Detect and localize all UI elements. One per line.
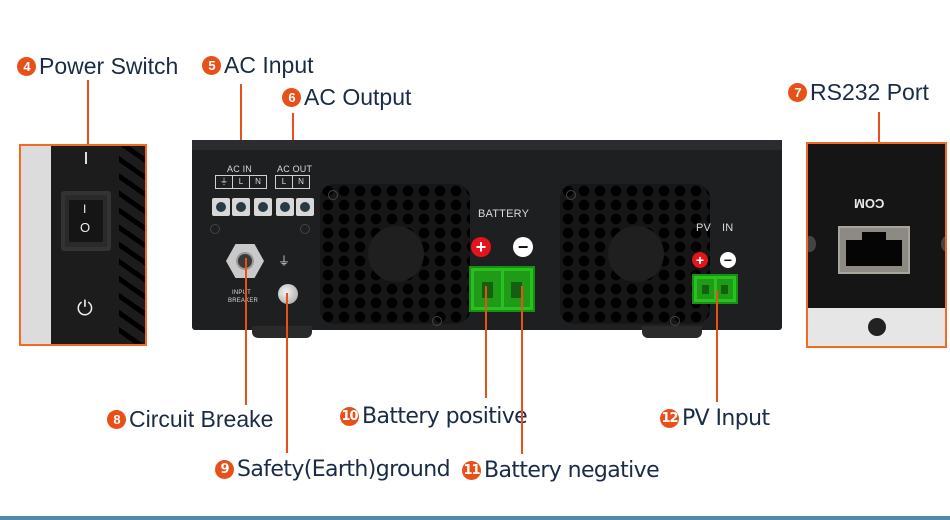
breaker-label-line2: BREAKER	[228, 298, 259, 304]
earth-ground-stud[interactable]	[278, 284, 298, 304]
power-switch-inset: I O ⏻	[19, 144, 147, 346]
chassis-side-panel	[21, 146, 51, 344]
battery-negative-terminal[interactable]	[503, 271, 530, 307]
callout-label: AC Input	[224, 52, 314, 78]
rocker-face: I O	[69, 200, 103, 242]
mount-screw	[566, 190, 576, 200]
callout-badge: 9	[215, 460, 234, 479]
rj45-port[interactable]	[838, 226, 910, 274]
ac-in-neutral-terminal[interactable]	[254, 198, 272, 216]
vent-slots	[119, 146, 145, 344]
callout-badge: 7	[788, 83, 807, 102]
fan-hub	[368, 226, 424, 282]
callout-label: AC Output	[304, 84, 412, 110]
panel-screw	[868, 318, 886, 336]
battery-negative-icon: −	[513, 237, 533, 257]
callout-ac-input: 5 AC Input	[202, 52, 314, 79]
battery-positive-icon: +	[471, 237, 491, 257]
callout-label: Battery negative	[484, 458, 660, 483]
ac-out-terminal-legend: L N	[275, 175, 310, 189]
ac-out-neutral-terminal[interactable]	[296, 198, 314, 216]
indicator-mark	[85, 152, 87, 164]
fan-hub	[608, 226, 664, 282]
callout-safety-ground: 9 Safety(Earth)ground	[215, 457, 451, 482]
earth-terminal-mark: ⏚	[216, 176, 233, 188]
power-icon: ⏻	[77, 296, 93, 320]
earth-icon: ⏚	[278, 254, 291, 268]
leader-line	[245, 258, 247, 405]
rs232-inset: COM	[806, 142, 947, 348]
callout-label: Circuit Breake	[129, 406, 274, 432]
switch-off-mark: O	[80, 220, 91, 235]
bottom-rule	[0, 516, 950, 520]
callout-battery-positive: 10 Battery positive	[340, 404, 528, 429]
pv-in-label: IN	[722, 222, 734, 234]
neutral-terminal-mark: N	[298, 177, 304, 186]
leader-line	[240, 84, 242, 174]
mount-screw	[941, 236, 945, 252]
switch-on-mark: I	[83, 202, 87, 216]
ac-in-earth-terminal[interactable]	[212, 198, 230, 216]
callout-battery-negative: 11 Battery negative	[462, 458, 660, 483]
chassis-top-lip	[192, 140, 782, 150]
callout-label: Battery positive	[362, 404, 528, 429]
mount-screw	[808, 236, 816, 252]
battery-label: BATTERY	[478, 208, 530, 220]
leader-line	[485, 286, 487, 398]
ac-out-label: AC OUT	[277, 164, 313, 174]
rj45-opening	[846, 240, 902, 266]
inverter-back-panel: AC IN AC OUT ⏚ L N L N INPUT BREAKER ⏚ B…	[192, 140, 782, 340]
breaker-label-line1: INPUT	[232, 290, 251, 296]
cooling-fan-right	[560, 184, 710, 324]
rocker-switch[interactable]: I O	[61, 191, 111, 251]
chassis-lower-panel	[808, 308, 945, 346]
battery-positive-terminal[interactable]	[474, 271, 501, 307]
mount-screw	[300, 224, 310, 234]
callout-badge: 5	[202, 56, 221, 75]
ac-in-label: AC IN	[227, 164, 253, 174]
leader-line	[716, 290, 718, 402]
callout-label: Power Switch	[39, 53, 179, 79]
com-port-label: COM	[854, 196, 885, 211]
callout-label: PV Input	[682, 406, 770, 431]
ac-in-terminal-legend: ⏚ L N	[215, 175, 267, 189]
rubber-foot	[642, 326, 702, 338]
pv-label: PV	[696, 222, 712, 234]
callout-badge: 10	[340, 407, 359, 426]
rj45-tab	[862, 232, 886, 242]
callout-label: RS232 Port	[810, 79, 929, 105]
mount-screw	[210, 224, 220, 234]
mount-screw	[328, 190, 338, 200]
callout-badge: 6	[282, 88, 301, 107]
leader-line	[521, 286, 523, 454]
rubber-foot	[252, 326, 312, 338]
callout-label: Safety(Earth)ground	[237, 457, 451, 482]
callout-ac-output: 6 AC Output	[282, 84, 411, 111]
neutral-terminal-mark: N	[255, 177, 261, 186]
pv-positive-terminal[interactable]	[697, 279, 714, 299]
callout-badge: 11	[462, 461, 481, 480]
ac-out-line-terminal[interactable]	[276, 198, 294, 216]
ac-in-line-terminal[interactable]	[232, 198, 250, 216]
callout-circuit-breaker: 8 Circuit Breake	[107, 406, 273, 433]
callout-power-switch: 4 Power Switch	[17, 53, 178, 80]
line-terminal-mark: L	[233, 176, 250, 188]
callout-badge: 8	[107, 410, 126, 429]
pv-positive-icon: +	[692, 252, 708, 268]
pv-terminal-block[interactable]	[692, 274, 738, 304]
callout-badge: 12	[660, 409, 679, 428]
callout-pv-input: 12 PV Input	[660, 406, 770, 431]
pv-negative-terminal[interactable]	[716, 279, 733, 299]
mount-screw	[670, 316, 680, 326]
pv-negative-icon: −	[720, 252, 736, 268]
battery-terminal-block[interactable]	[469, 266, 535, 312]
cooling-fan-left	[320, 184, 470, 324]
callout-badge: 4	[17, 57, 36, 76]
mount-screw	[432, 316, 442, 326]
callout-rs232-port: 7 RS232 Port	[788, 79, 929, 106]
line-terminal-mark: L	[276, 176, 293, 188]
leader-line	[286, 293, 288, 453]
